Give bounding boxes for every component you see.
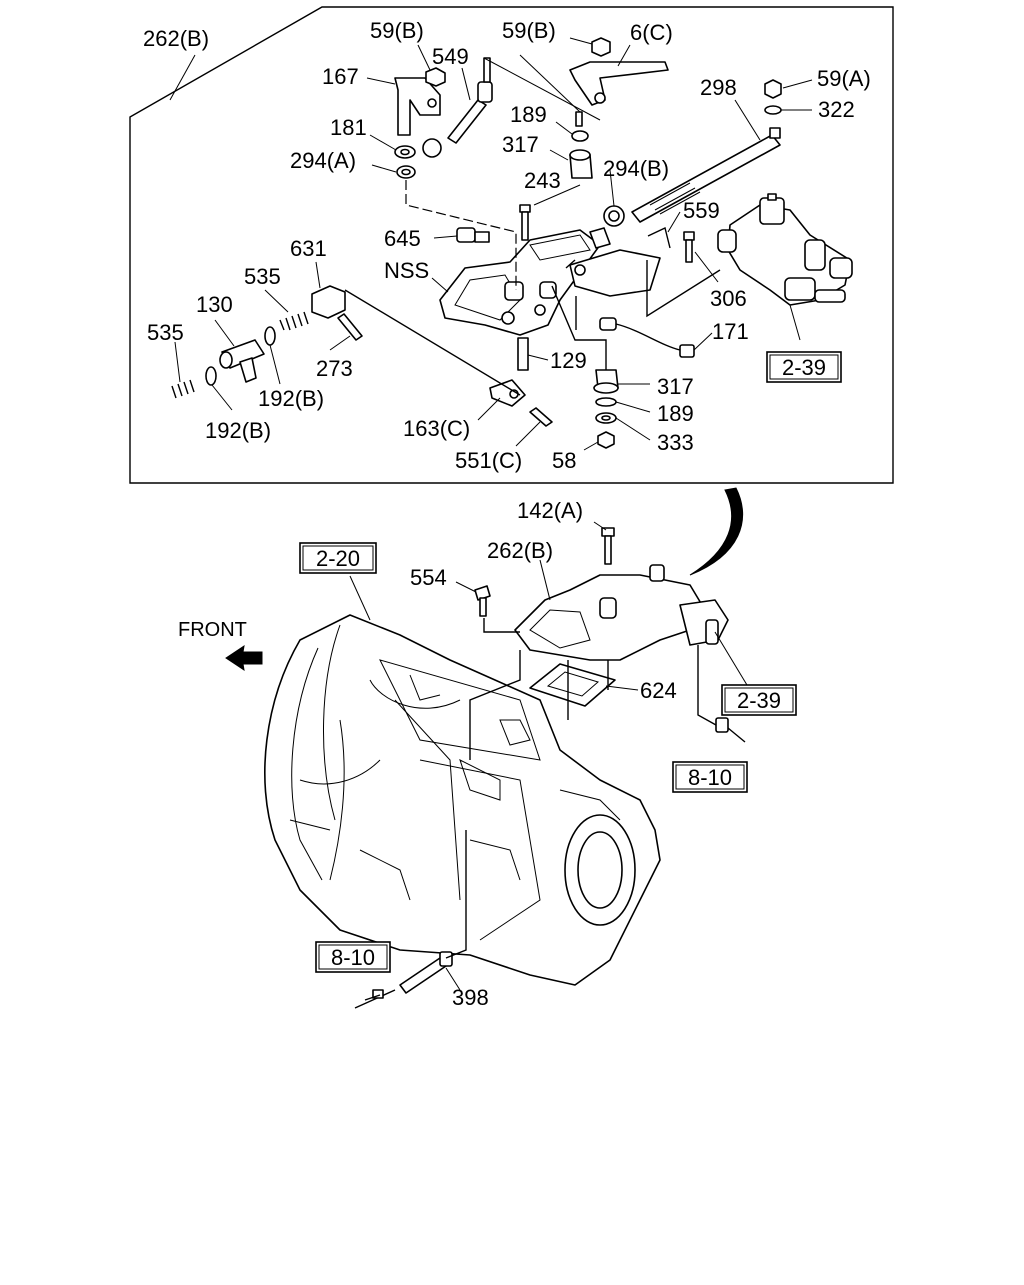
label-58: 58	[552, 448, 576, 473]
label-398: 398	[452, 985, 489, 1010]
shaft-298	[631, 127, 781, 223]
washer-192b-2	[205, 366, 217, 386]
label-549: 549	[432, 44, 469, 69]
label-645: 645	[384, 226, 421, 251]
bushing-317-top	[569, 149, 593, 179]
nut-59b-1	[425, 67, 446, 87]
label-243: 243	[524, 168, 561, 193]
label-129: 129	[550, 348, 587, 373]
ref-box-8-10-right[interactable]: 8-10	[672, 761, 748, 793]
cylinder-130	[219, 339, 265, 383]
bolt-142a	[601, 527, 615, 565]
switch-645	[456, 227, 490, 243]
label-171: 171	[712, 319, 749, 344]
label-333: 333	[657, 430, 694, 455]
ref-box-2-20[interactable]: 2-20	[299, 542, 377, 574]
label-59a: 59(A)	[817, 66, 871, 91]
label-nss: NSS	[384, 258, 429, 283]
label-317-bottom: 317	[657, 374, 694, 399]
label-142a: 142(A)	[517, 498, 583, 523]
bolt-243	[519, 204, 531, 241]
label-535-left: 535	[147, 320, 184, 345]
label-294b: 294(B)	[603, 156, 669, 181]
curved-arrow	[689, 487, 744, 576]
label-59b-2: 59(B)	[502, 18, 556, 43]
ref-2-20-text: 2-20	[316, 546, 360, 571]
pin-551c	[529, 407, 553, 427]
label-273: 273	[316, 356, 353, 381]
oring-189-bottom	[595, 397, 617, 407]
label-631: 631	[290, 236, 327, 261]
label-298: 298	[700, 75, 737, 100]
label-322: 322	[818, 97, 855, 122]
ref-8-10-right-text: 8-10	[688, 765, 732, 790]
washer-181	[394, 145, 416, 159]
label-167: 167	[322, 64, 359, 89]
label-192b-1: 192(B)	[258, 386, 324, 411]
connector-810	[715, 717, 746, 743]
sensor-398	[354, 951, 453, 1009]
washer-192b-1	[264, 326, 276, 346]
label-6c: 6(C)	[630, 20, 673, 45]
spring-535-left	[171, 379, 195, 399]
shift-bracket-167	[394, 77, 441, 136]
bolt-554	[474, 585, 491, 617]
nut-59b-2	[591, 37, 611, 57]
leader-lines	[174, 37, 813, 451]
label-130: 130	[196, 292, 233, 317]
washer-333	[595, 412, 617, 424]
label-294a: 294(A)	[290, 148, 356, 173]
label-262b-top: 262(B)	[143, 26, 209, 51]
label-535-top: 535	[244, 264, 281, 289]
label-554: 554	[410, 565, 447, 590]
label-181: 181	[330, 115, 367, 140]
label-559: 559	[683, 198, 720, 223]
front-arrow	[225, 644, 263, 672]
label-306: 306	[710, 286, 747, 311]
guide-lines	[344, 54, 721, 396]
nut-59a	[764, 79, 782, 99]
ref-2-39-top-text: 2-39	[782, 355, 826, 380]
bracket-559	[569, 227, 671, 297]
washer-322	[764, 105, 782, 115]
detent-631	[311, 285, 346, 319]
gasket-624	[529, 663, 616, 707]
assembly-guide-lines	[364, 618, 717, 1001]
sensor-171	[599, 317, 695, 358]
part-labels: 262(B) 59(B) 549 59(B) 6(C) 167 59(A) 29…	[143, 18, 871, 1010]
bushing-294a	[396, 165, 416, 179]
transmission-body	[264, 614, 661, 986]
label-317-top: 317	[502, 132, 539, 157]
nut-58	[597, 431, 615, 449]
shift-arm-6c	[569, 61, 669, 106]
label-262b-bottom: 262(B)	[487, 538, 553, 563]
detail-frame	[129, 6, 894, 484]
label-551c: 551(C)	[455, 448, 522, 473]
pin-273	[337, 313, 363, 341]
spring-535-top	[279, 311, 309, 331]
label-59b-1: 59(B)	[370, 18, 424, 43]
seal-294b	[603, 205, 625, 227]
label-624: 624	[640, 678, 677, 703]
pin-189-area	[571, 111, 589, 142]
ball-joint-rod-549	[422, 57, 493, 158]
pin-129	[517, 337, 529, 371]
ref-2-39-bottom-text: 2-39	[737, 688, 781, 713]
label-163c: 163(C)	[403, 416, 470, 441]
bushing-317-bottom	[593, 369, 619, 394]
label-192b-2: 192(B)	[205, 418, 271, 443]
label-front: FRONT	[178, 619, 247, 641]
ref-box-8-10-left[interactable]: 8-10	[315, 941, 391, 973]
bolt-306	[683, 231, 695, 263]
ref-box-2-39-bottom[interactable]: 2-39	[721, 684, 797, 716]
label-189-bottom: 189	[657, 401, 694, 426]
shift-housing-installed	[514, 564, 729, 661]
ref-8-10-left-text: 8-10	[331, 945, 375, 970]
ref-box-2-39-top[interactable]: 2-39	[766, 351, 842, 383]
assembly-leader-lines	[349, 521, 751, 991]
label-189-top: 189	[510, 102, 547, 127]
valve-assembly	[717, 193, 853, 306]
